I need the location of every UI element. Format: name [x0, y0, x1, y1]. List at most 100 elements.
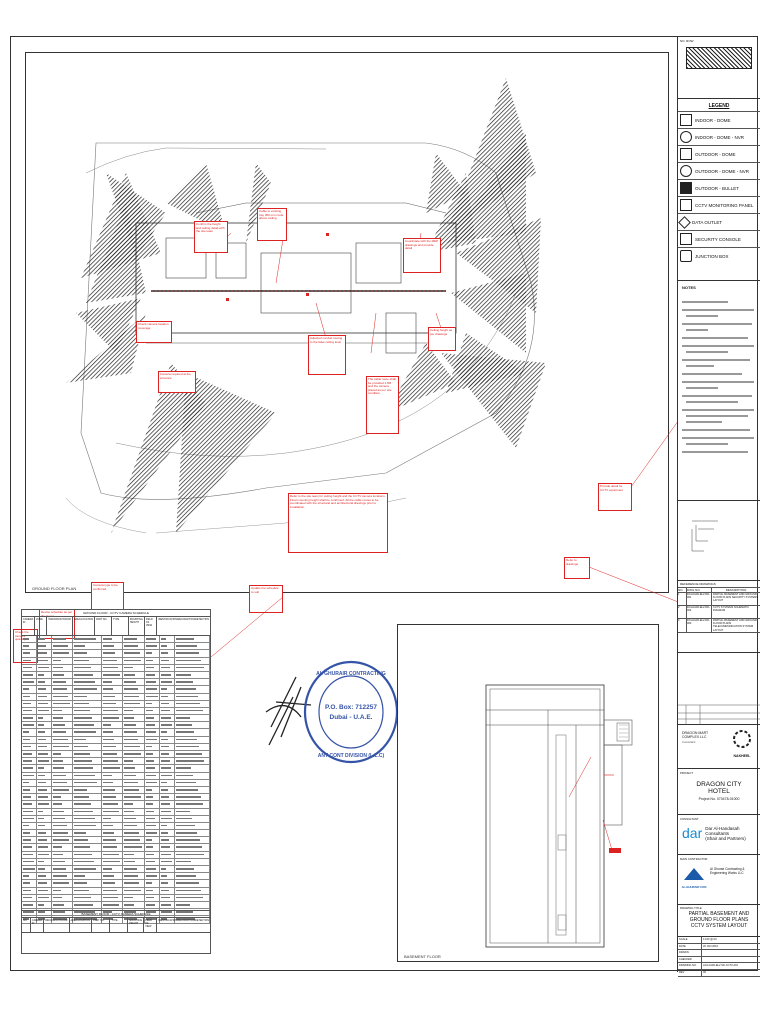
schedule-cell	[160, 729, 175, 736]
schedule-cell	[22, 671, 37, 679]
drawing-title-box: DRAWING TITLE PARTIAL BASEMENT AND GROUN…	[678, 905, 760, 937]
schedule-cell	[102, 707, 124, 715]
schedule-cell	[73, 894, 102, 901]
schedule-cell	[175, 822, 210, 830]
schedule-cell	[52, 779, 74, 786]
schedule-cell	[73, 901, 102, 909]
basement-schedule-header: PART NO.	[92, 918, 111, 932]
schedule-cell	[102, 650, 124, 657]
schedule-cell	[102, 715, 124, 722]
schedule-cell	[145, 679, 160, 686]
schedule-cell	[102, 772, 124, 779]
schedule-cell	[22, 664, 37, 671]
schedule-cell	[22, 880, 37, 887]
schedule-header: TYPE	[112, 617, 129, 635]
schedule-cell	[22, 636, 37, 643]
schedule-cell	[175, 808, 210, 815]
schedule-cell	[175, 880, 210, 887]
schedule-cell	[22, 801, 37, 808]
schedule-cell	[52, 758, 74, 765]
project-label: PROJECT	[680, 771, 694, 775]
schedule-cell	[52, 794, 74, 801]
schedule-cell	[175, 679, 210, 686]
drawing-title-label: DRAWING TITLE	[680, 906, 702, 910]
schedule-cell	[73, 844, 102, 851]
outdoor-dome-icon	[680, 148, 692, 160]
schedule-cell	[145, 880, 160, 887]
schedule-cell	[175, 909, 210, 916]
schedule-cell	[52, 866, 74, 873]
basement-schedule-header: TYPE	[110, 918, 129, 932]
schedule-title: GROUND FLOOR - CCTV CAMERA SCHEDULE	[22, 610, 210, 617]
schedule-cell	[175, 837, 210, 844]
schedule-row	[22, 700, 210, 708]
schedule-cell	[145, 894, 160, 901]
schedule-cell	[175, 765, 210, 772]
schedule-cell	[160, 736, 175, 743]
schedule-cell	[37, 887, 52, 894]
schedule-cell	[102, 751, 124, 758]
schedule-cell	[160, 700, 175, 707]
schedule-cell	[175, 707, 210, 715]
schedule-cell	[22, 794, 37, 801]
legend-title: LEGEND	[708, 103, 730, 109]
markup-note: Confirm the height and ceiling detail wi…	[194, 221, 228, 253]
schedule-cell	[52, 858, 74, 865]
schedule-cell	[52, 873, 74, 880]
schedule-cell	[22, 909, 37, 916]
schedule-cell	[123, 636, 146, 643]
schedule-row	[22, 808, 210, 816]
schedule-cell	[160, 916, 175, 923]
schedule-cell	[145, 866, 160, 873]
cable-legend-diagram	[691, 520, 718, 552]
schedule-cell	[22, 736, 37, 743]
schedule-cell	[73, 736, 102, 743]
schedule-cell	[160, 786, 175, 794]
schedule-cell	[175, 844, 210, 851]
schedule-cell	[102, 636, 124, 643]
schedule-cell	[145, 815, 160, 822]
basement-schedule-header: MOUNTING HEIGHT	[128, 918, 145, 932]
schedule-cell	[175, 772, 210, 779]
schedule-cell	[37, 636, 52, 643]
schedule-cell	[123, 758, 146, 765]
schedule-cell	[175, 722, 210, 729]
schedule-cell	[160, 808, 175, 815]
legend-row: DATA OUTLET	[678, 214, 760, 231]
schedule-cell	[160, 751, 175, 758]
schedule-cell	[37, 909, 52, 916]
schedule-cell	[145, 736, 160, 743]
indoor-dome-nvr-icon	[680, 131, 692, 143]
al-ghurair-logo: AL-GHURAIR CON	[681, 867, 707, 889]
schedule-cell	[37, 880, 52, 887]
schedule-cell	[52, 693, 74, 700]
schedule-cell	[22, 650, 37, 657]
schedule-cell	[160, 758, 175, 765]
schedule-row	[22, 822, 210, 831]
schedule-row	[22, 894, 210, 902]
schedule-cell	[145, 837, 160, 844]
schedule-cell	[52, 657, 74, 664]
schedule-cell	[145, 751, 160, 758]
schedule-cell	[145, 729, 160, 736]
schedule-cell	[22, 772, 37, 779]
schedule-cell	[160, 679, 175, 686]
schedule-cell	[123, 736, 146, 743]
schedule-cell	[160, 671, 175, 679]
data-outlet-icon	[678, 215, 691, 229]
schedule-cell	[102, 822, 124, 830]
client-sub: Consultant	[682, 740, 696, 744]
schedule-cell	[160, 664, 175, 671]
schedule-cell	[160, 909, 175, 916]
schedule-cell	[37, 715, 52, 722]
markup-note: Provide detail for CCTV equipment	[598, 483, 632, 511]
schedule-cell	[102, 736, 124, 743]
schedule-cell	[22, 729, 37, 736]
stamp-city: Dubai - U.A.E.	[330, 714, 373, 721]
schedule-row	[22, 901, 210, 910]
indoor-dome-icon	[680, 114, 692, 126]
schedule-cell	[37, 916, 52, 923]
schedule-row	[22, 758, 210, 766]
schedule-cell	[175, 650, 210, 657]
